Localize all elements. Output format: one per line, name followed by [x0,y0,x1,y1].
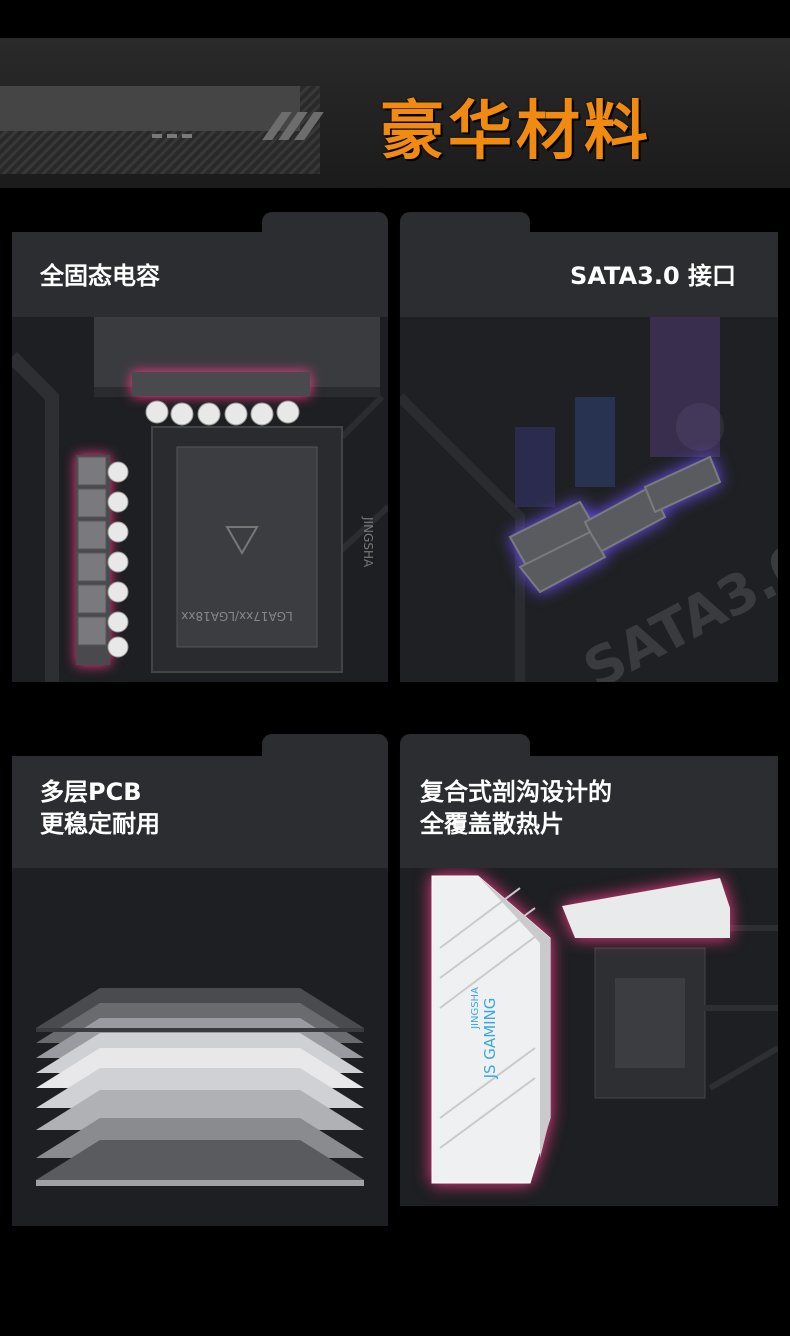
card-heatsink: 复合式剖沟设计的 全覆盖散热片 JS GAMING JINGSHA [400,756,778,1206]
card-heatsink-label-line2: 全覆盖散热片 [420,810,564,838]
motherboard-capacitor-illustration: LGA17xx/LGA18xx JINGSHA [12,317,388,682]
sata-port-illustration: SATA3.0 [400,317,778,682]
header-bar-decoration [0,86,300,131]
card-sata-label: SATA3.0 接口 [570,262,736,290]
heatsink-illustration: JS GAMING JINGSHA [400,868,778,1206]
card-heatsink-label-line1: 复合式剖沟设计的 [420,778,612,806]
card-pcb-label-line1: 多层PCB [40,778,142,806]
card-capacitor: 全固态电容 LGA17xx/LGA18xx JINGSHA [12,232,388,682]
card-sata: SATA3.0 接口 SATA3.0 [400,232,778,682]
dash-decoration [182,134,192,138]
card-pcb-label-line2: 更稳定耐用 [40,810,160,838]
dash-decoration [167,134,177,138]
card-capacitor-label: 全固态电容 [40,262,160,290]
socket-text: LGA17xx/LGA18xx [181,609,292,623]
pcb-layers-illustration [12,868,388,1226]
board-brand-text: JINGSHA [361,516,375,568]
capacitor-image: LGA17xx/LGA18xx JINGSHA [12,317,388,682]
pcb-layers-image [12,868,388,1226]
heatsink-image: JS GAMING JINGSHA [400,868,778,1206]
card-pcb: 多层PCB 更稳定耐用 [12,756,388,1226]
heatsink-brand-text: JS GAMING [481,998,499,1080]
heatsink-brand-sub-text: JINGSHA [470,987,481,1030]
card-pcb-label: 多层PCB 更稳定耐用 [40,776,160,840]
sata-image: SATA3.0 [400,317,778,682]
page-title: 豪华材料 [380,95,652,169]
card-heatsink-label: 复合式剖沟设计的 全覆盖散热片 [420,776,612,840]
dash-decoration [152,134,162,138]
